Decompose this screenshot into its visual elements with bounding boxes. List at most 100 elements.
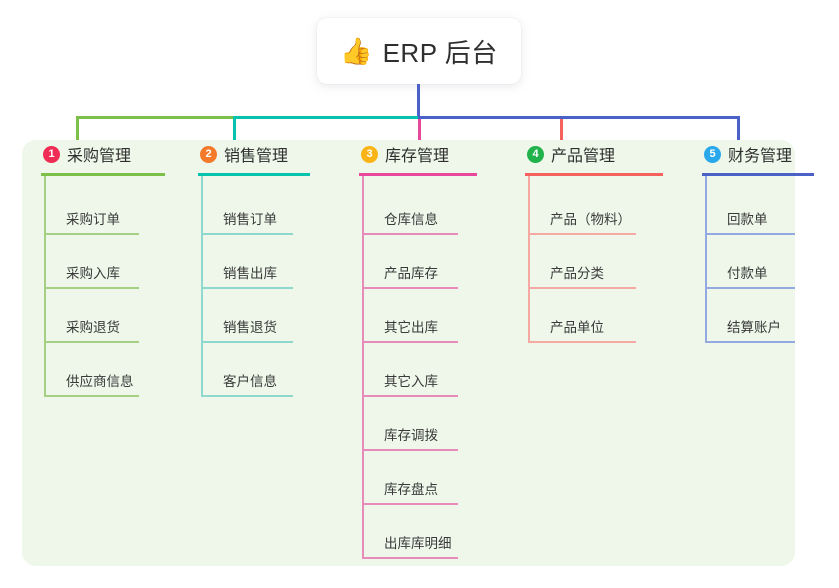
branch-header-2[interactable]: 2 销售管理 <box>198 140 288 168</box>
branch-header-1[interactable]: 1 采购管理 <box>41 140 131 168</box>
branch-leaf-label: 产品（物料） <box>550 212 631 227</box>
branch-leaf-label: 库存调拨 <box>384 428 438 443</box>
branch-spine <box>705 176 707 343</box>
root-node[interactable]: 👍 ERP 后台 <box>317 18 521 84</box>
branch-leaf-rule <box>44 233 139 235</box>
branch-leaf-label: 产品单位 <box>550 320 604 335</box>
branch-leaf[interactable]: 销售出库 <box>201 259 293 289</box>
branch-leaf[interactable]: 付款单 <box>705 259 795 289</box>
branch-leaf-rule <box>528 233 636 235</box>
branch-spine <box>44 176 46 397</box>
bus-segment-1 <box>76 116 233 119</box>
branch-header-rule <box>198 173 310 176</box>
branch-column-2: 2 销售管理销售订单销售出库销售退货客户信息 <box>198 140 310 397</box>
root-node-title: ERP 后台 <box>382 37 498 68</box>
branch-leaf-label: 产品库存 <box>384 266 438 281</box>
branch-leaf-rule <box>705 233 795 235</box>
branch-leaf-rule <box>362 557 458 559</box>
branch-leaf-rule <box>201 233 293 235</box>
branch-leaf[interactable]: 销售订单 <box>201 205 293 235</box>
branch-leaf[interactable]: 其它出库 <box>362 313 458 343</box>
branch-leaf-label: 库存盘点 <box>384 482 438 497</box>
branch-leaf-label: 回款单 <box>727 212 768 227</box>
branch-leaf-rule <box>528 287 636 289</box>
branch-spine <box>201 176 203 397</box>
branch-leaf-rule <box>201 287 293 289</box>
branch-leaf[interactable]: 产品（物料） <box>528 205 636 235</box>
branch-leaf[interactable]: 供应商信息 <box>44 367 139 397</box>
branch-leaf-rule <box>362 233 458 235</box>
branch-leaf-rule <box>44 395 139 397</box>
bus-segment-2 <box>233 116 418 119</box>
branch-number-badge: 4 <box>527 145 544 163</box>
branch-leaf-rule <box>201 341 293 343</box>
branch-leaf[interactable]: 其它入库 <box>362 367 458 397</box>
branch-header-5[interactable]: 5 财务管理 <box>702 140 792 168</box>
branch-title: 销售管理 <box>224 148 289 165</box>
branches-panel: 1 采购管理采购订单采购入库采购退货供应商信息 2 销售管理销售订单销售出库销售退货客… <box>22 140 814 566</box>
branch-leaf-label: 采购入库 <box>66 266 120 281</box>
branch-leaf[interactable]: 库存调拨 <box>362 421 458 451</box>
bus-segment-3 <box>418 116 740 119</box>
branch-column-5: 5 财务管理回款单付款单结算账户 <box>702 140 814 343</box>
thumbs-up-icon: 👍 <box>340 36 373 66</box>
branch-title: 库存管理 <box>385 148 450 165</box>
branch-leaf[interactable]: 采购订单 <box>44 205 139 235</box>
branch-drop-1 <box>76 119 79 143</box>
branch-leaf-label: 销售订单 <box>223 212 277 227</box>
branch-header-4[interactable]: 4 产品管理 <box>525 140 615 168</box>
branch-leaf[interactable]: 销售退货 <box>201 313 293 343</box>
branch-column-1: 1 采购管理采购订单采购入库采购退货供应商信息 <box>41 140 165 397</box>
branch-leaf-label: 仓库信息 <box>384 212 438 227</box>
branch-title: 采购管理 <box>67 148 132 165</box>
branch-leaf-label: 其它出库 <box>384 320 438 335</box>
branch-number-badge: 1 <box>43 145 60 163</box>
branch-leaf-rule <box>362 287 458 289</box>
branch-leaf[interactable]: 回款单 <box>705 205 795 235</box>
branch-leaf-label: 结算账户 <box>727 320 781 335</box>
branch-column-4: 4 产品管理产品（物料） 产品分类产品单位 <box>525 140 663 343</box>
branch-leaf[interactable]: 结算账户 <box>705 313 795 343</box>
branch-leaf-rule <box>362 395 458 397</box>
branch-leaf-label: 付款单 <box>727 266 768 281</box>
branch-drop-5 <box>737 119 740 143</box>
branch-header-rule <box>41 173 165 176</box>
branch-title: 财务管理 <box>728 148 793 165</box>
branch-spine <box>362 176 364 559</box>
branch-leaf-label: 产品分类 <box>550 266 604 281</box>
branch-leaf-label: 采购订单 <box>66 212 120 227</box>
branch-leaf[interactable]: 采购退货 <box>44 313 139 343</box>
branch-leaf-rule <box>705 287 795 289</box>
branch-title: 产品管理 <box>551 148 616 165</box>
branch-leaf[interactable]: 产品单位 <box>528 313 636 343</box>
branch-leaf-label: 采购退货 <box>66 320 120 335</box>
branch-leaf-rule <box>362 341 458 343</box>
branch-drop-4 <box>560 119 563 143</box>
branch-leaf[interactable]: 出库库明细 <box>362 529 458 559</box>
branch-leaf-rule <box>362 449 458 451</box>
branch-leaf-label: 销售出库 <box>223 266 277 281</box>
branch-leaf-label: 客户信息 <box>223 374 277 389</box>
branch-leaf[interactable]: 仓库信息 <box>362 205 458 235</box>
branch-leaf-label: 其它入库 <box>384 374 438 389</box>
branch-leaf[interactable]: 产品库存 <box>362 259 458 289</box>
branch-leaf[interactable]: 采购入库 <box>44 259 139 289</box>
trunk-connector <box>417 84 420 118</box>
branch-header-rule <box>525 173 663 176</box>
branch-leaf-rule <box>705 341 795 343</box>
branch-leaf-rule <box>44 341 139 343</box>
branch-number-badge: 2 <box>200 145 217 163</box>
branch-leaf-label: 销售退货 <box>223 320 277 335</box>
branch-number-badge: 5 <box>704 145 721 163</box>
branch-leaf-label: 供应商信息 <box>66 374 134 389</box>
branch-leaf-rule <box>362 503 458 505</box>
branch-leaf[interactable]: 库存盘点 <box>362 475 458 505</box>
branch-leaf[interactable]: 产品分类 <box>528 259 636 289</box>
branch-drop-2 <box>233 119 236 143</box>
branch-leaf[interactable]: 客户信息 <box>201 367 293 397</box>
branch-leaf-label: 出库库明细 <box>384 536 452 551</box>
branch-spine <box>528 176 530 343</box>
branch-leaf-rule <box>201 395 293 397</box>
